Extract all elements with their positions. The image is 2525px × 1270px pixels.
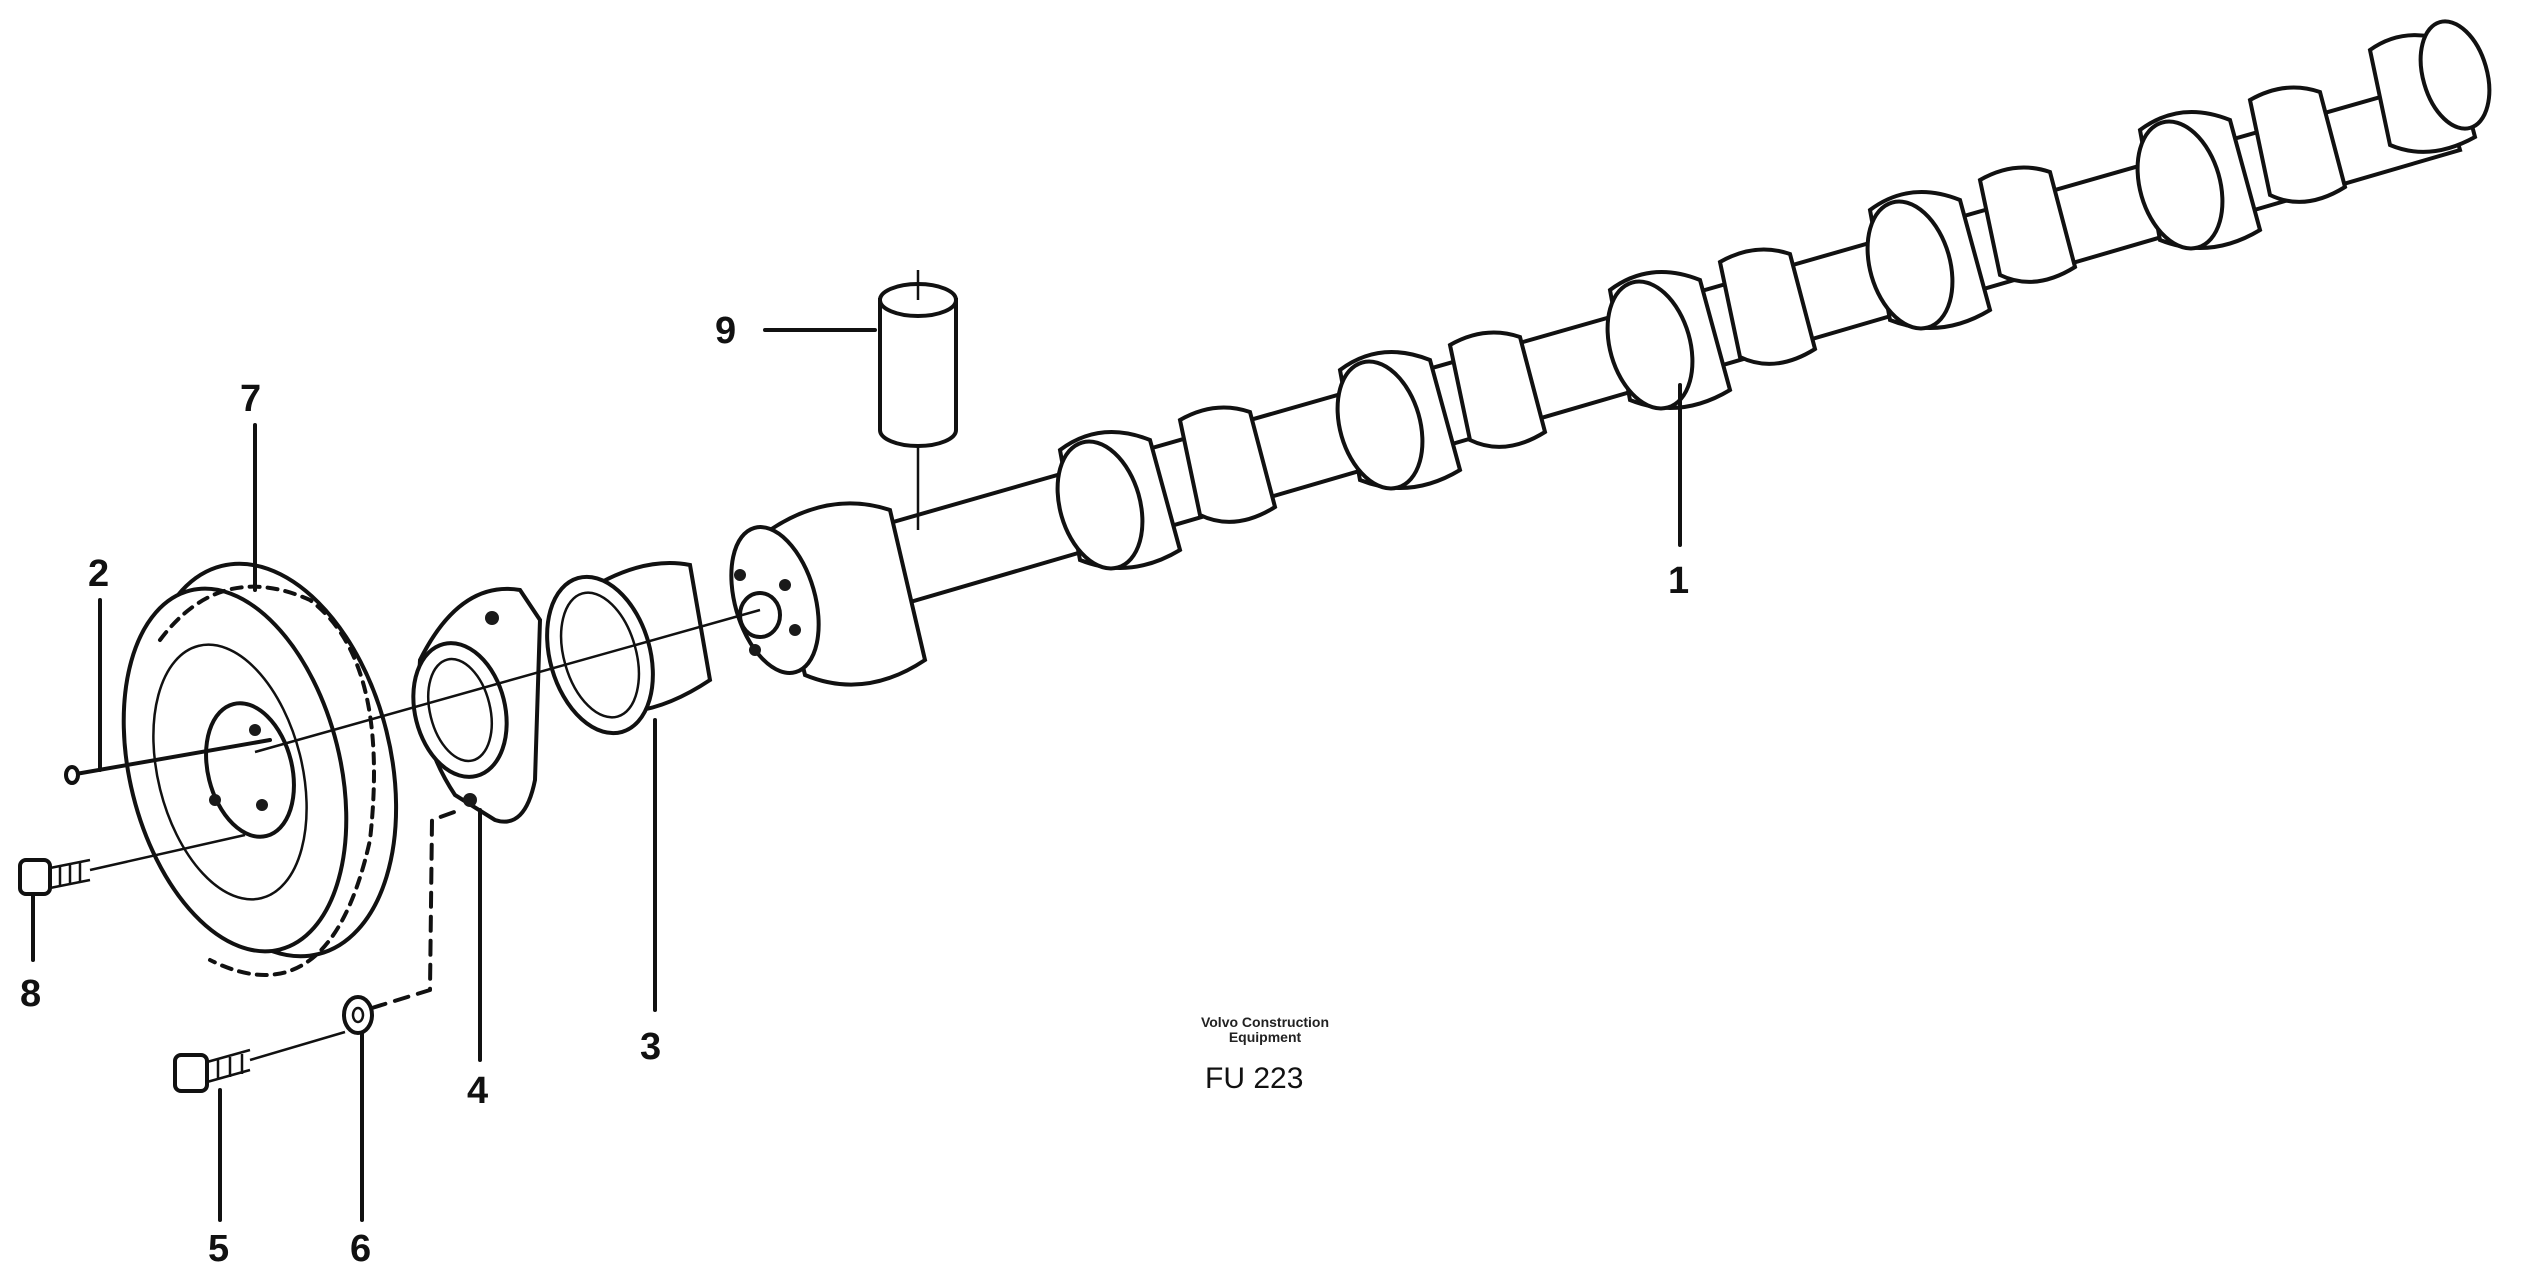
callout-4: 4 (467, 1070, 489, 1112)
caption-company-line2: Equipment (1228, 1029, 1302, 1046)
caption-company: Volvo Construction Equipment (1155, 1014, 1375, 1046)
callout-9: 9 (715, 310, 737, 352)
camshaft-gear (121, 561, 399, 977)
cam-lobe (1717, 247, 1818, 366)
cam-lobe (1865, 190, 1993, 331)
flange (411, 586, 543, 824)
cam-lobe (1977, 165, 2078, 284)
callout-2: 2 (88, 553, 110, 595)
tappet (878, 270, 958, 530)
cam-lobe (1055, 430, 1183, 571)
cam-lobe (1177, 405, 1278, 524)
camshaft (729, 19, 2492, 687)
callout-1: 1 (1668, 560, 1690, 602)
cam-lobe (1605, 270, 1733, 411)
front-journal (729, 501, 928, 687)
caption-company-line1: Volvo Construction (1200, 1014, 1330, 1030)
caption-figure-code: FU 223 (1205, 1062, 1304, 1095)
callout-6: 6 (350, 1228, 372, 1270)
washer (342, 808, 462, 1035)
cam-lobe (1335, 350, 1463, 491)
pin (64, 738, 272, 785)
assembly-axis (254, 608, 761, 754)
callout-5: 5 (208, 1228, 230, 1270)
callout-7: 7 (240, 378, 262, 420)
callout-8: 8 (20, 973, 42, 1015)
cam-lobe (2247, 85, 2348, 204)
callout-3: 3 (640, 1026, 662, 1068)
cam-lobe (2135, 110, 2263, 251)
flange-screw (173, 1030, 346, 1093)
cam-lobe (2367, 19, 2492, 154)
cam-lobe (1447, 330, 1548, 449)
bushing (545, 561, 713, 736)
